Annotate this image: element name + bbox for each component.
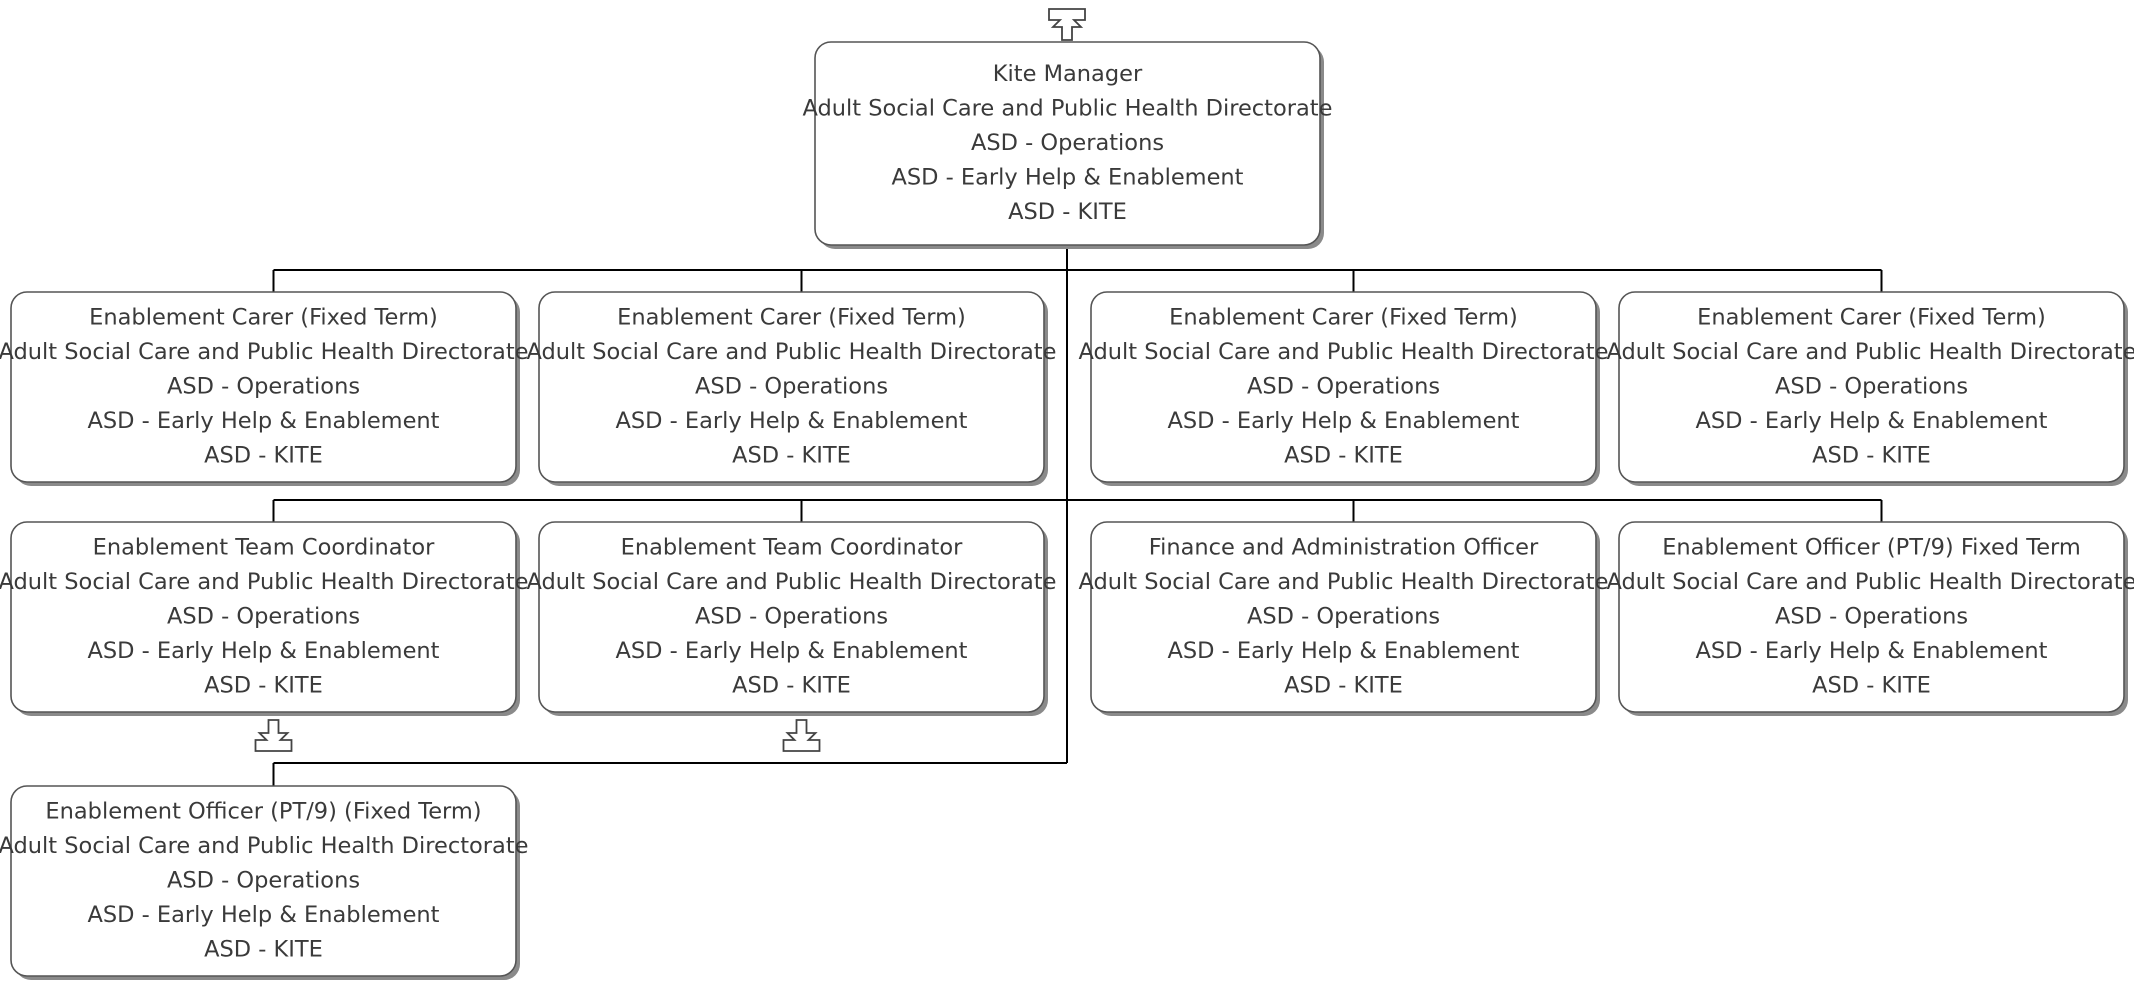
node-title: Enablement Team Coordinator	[93, 535, 436, 561]
node-report-3[interactable]: Enablement Carer (Fixed Term) Adult Socia…	[1079, 291, 1609, 486]
node-report-2[interactable]: Enablement Carer (Fixed Term) Adult Socia…	[527, 291, 1057, 486]
navigate-up-icon[interactable]	[1048, 8, 1086, 41]
node-detail-line: Adult Social Care and Public Health Dire…	[1607, 569, 2134, 595]
node-box	[1618, 521, 2125, 713]
node-detail-line: Adult Social Care and Public Health Dire…	[1607, 339, 2134, 365]
node-report-7[interactable]: Finance and Administration OfficerAdult …	[1079, 521, 1609, 716]
node-detail-line: ASD - Operations	[695, 604, 888, 630]
node-detail-line: ASD - Operations	[167, 868, 360, 894]
node-detail-line: ASD - KITE	[1008, 199, 1127, 225]
node-detail-line: ASD - Early Help & Enablement	[87, 902, 439, 928]
node-report-4[interactable]: Enablement Carer (Fixed Term) Adult Socia…	[1607, 291, 2134, 486]
node-detail-line: ASD - Early Help & Enablement	[87, 408, 439, 434]
node-title: Kite Manager	[993, 61, 1143, 87]
node-box	[814, 41, 1321, 246]
node-detail-line: Adult Social Care and Public Health Dire…	[527, 569, 1057, 595]
node-detail-line: ASD - Operations	[1247, 604, 1440, 630]
node-detail-line: ASD - Operations	[1775, 374, 1968, 400]
node-title: Enablement Officer (PT/9) Fixed Term	[1662, 535, 2081, 561]
node-detail-line: ASD - Operations	[1247, 374, 1440, 400]
node-detail-line: ASD - Early Help & Enablement	[1167, 638, 1519, 664]
node-detail-line: Adult Social Care and Public Health Dire…	[0, 833, 528, 859]
node-detail-line: ASD - Operations	[167, 374, 360, 400]
navigation-icons	[254, 8, 1086, 752]
expand-down-icon[interactable]	[782, 719, 821, 752]
node-title: Enablement Carer (Fixed Term)	[89, 305, 438, 331]
node-detail-line: ASD - Early Help & Enablement	[1695, 638, 2047, 664]
node-detail-line: ASD - Operations	[971, 130, 1164, 156]
node-detail-line: ASD - KITE	[204, 673, 323, 699]
node-box	[538, 521, 1045, 713]
node-box	[10, 785, 517, 977]
node-detail-line: ASD - Early Help & Enablement	[87, 638, 439, 664]
node-title: Enablement Carer (Fixed Term)	[1169, 305, 1518, 331]
node-box	[1090, 291, 1597, 483]
node-detail-line: ASD - Operations	[1775, 604, 1968, 630]
node-title: Enablement Carer (Fixed Term)	[617, 305, 966, 331]
node-detail-line: ASD - KITE	[1812, 443, 1931, 469]
node-detail-line: Adult Social Care and Public Health Dire…	[1079, 339, 1609, 365]
node-report-1[interactable]: Enablement Carer (Fixed Term) Adult Socia…	[0, 291, 528, 486]
node-box	[1618, 291, 2125, 483]
node-detail-line: Adult Social Care and Public Health Dire…	[527, 339, 1057, 365]
node-detail-line: Adult Social Care and Public Health Dire…	[1079, 569, 1609, 595]
node-box	[10, 291, 517, 483]
node-box	[1090, 521, 1597, 713]
node-detail-line: ASD - Early Help & Enablement	[1167, 408, 1519, 434]
node-title: Enablement Officer (PT/9) (Fixed Term)	[45, 799, 481, 825]
node-report-9[interactable]: Enablement Officer (PT/9) (Fixed Term) Ad…	[0, 785, 528, 980]
node-title: Enablement Carer (Fixed Term)	[1697, 305, 2046, 331]
node-detail-line: Adult Social Care and Public Health Dire…	[0, 339, 528, 365]
expand-down-icon[interactable]	[254, 719, 293, 752]
node-detail-line: ASD - KITE	[1812, 673, 1931, 699]
node-detail-line: Adult Social Care and Public Health Dire…	[803, 96, 1333, 122]
node-box	[10, 521, 517, 713]
node-detail-line: ASD - Early Help & Enablement	[615, 408, 967, 434]
node-detail-line: ASD - Operations	[695, 374, 888, 400]
node-box	[538, 291, 1045, 483]
node-detail-line: ASD - KITE	[732, 673, 851, 699]
node-detail-line: ASD - Early Help & Enablement	[615, 638, 967, 664]
node-detail-line: ASD - Early Help & Enablement	[1695, 408, 2047, 434]
node-report-8[interactable]: Enablement Officer (PT/9) Fixed TermAdul…	[1607, 521, 2134, 716]
node-detail-line: ASD - KITE	[204, 937, 323, 963]
node-title: Finance and Administration Officer	[1149, 535, 1539, 561]
node-detail-line: ASD - KITE	[204, 443, 323, 469]
node-detail-line: Adult Social Care and Public Health Dire…	[0, 569, 528, 595]
node-title: Enablement Team Coordinator	[621, 535, 964, 561]
node-detail-line: ASD - Operations	[167, 604, 360, 630]
node-detail-line: ASD - KITE	[1284, 443, 1403, 469]
connector-lines	[272, 245, 1883, 786]
node-detail-line: ASD - KITE	[732, 443, 851, 469]
node-detail-line: ASD - KITE	[1284, 673, 1403, 699]
node-detail-line: ASD - Early Help & Enablement	[891, 165, 1243, 191]
